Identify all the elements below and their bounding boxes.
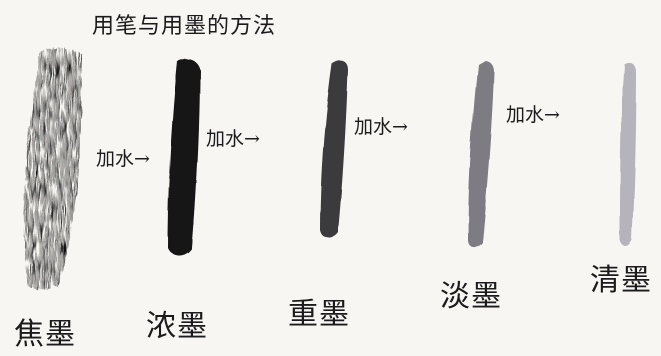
ink-name-jiaomo: 焦墨 <box>14 317 76 352</box>
ink-stroke-nongmo <box>168 59 200 256</box>
ink-stroke-danmo <box>468 61 494 248</box>
ink-stroke-zhongmo <box>320 60 348 238</box>
ink-name-nongmo: 浓墨 <box>146 309 208 344</box>
step-label-1: 加水→ <box>96 148 150 170</box>
ink-name-qingmo: 清墨 <box>590 263 652 298</box>
ink-stroke-qingmo <box>620 62 636 246</box>
ink-name-danmo: 淡墨 <box>440 279 502 314</box>
step-label-4: 加水→ <box>506 104 560 126</box>
ink-stroke-jiaomo <box>24 48 82 290</box>
ink-name-zhongmo: 重墨 <box>288 297 350 332</box>
page-title: 用笔与用墨的方法 <box>92 14 277 39</box>
step-label-2: 加水→ <box>206 128 260 150</box>
step-label-3: 加水→ <box>354 116 408 138</box>
